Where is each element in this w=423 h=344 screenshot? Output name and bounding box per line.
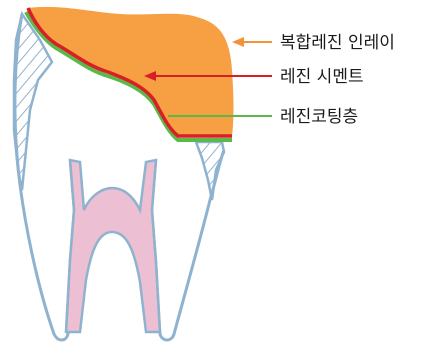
enamel-right xyxy=(196,142,224,200)
arrow-inlay xyxy=(232,37,272,47)
label-resin-cement: 레진 시멘트 xyxy=(280,67,364,87)
label-resin-coating: 레진코팅층 xyxy=(280,107,358,127)
pulp-canal xyxy=(66,160,160,332)
label-composite-inlay: 복합레진 인레이 xyxy=(280,33,395,53)
